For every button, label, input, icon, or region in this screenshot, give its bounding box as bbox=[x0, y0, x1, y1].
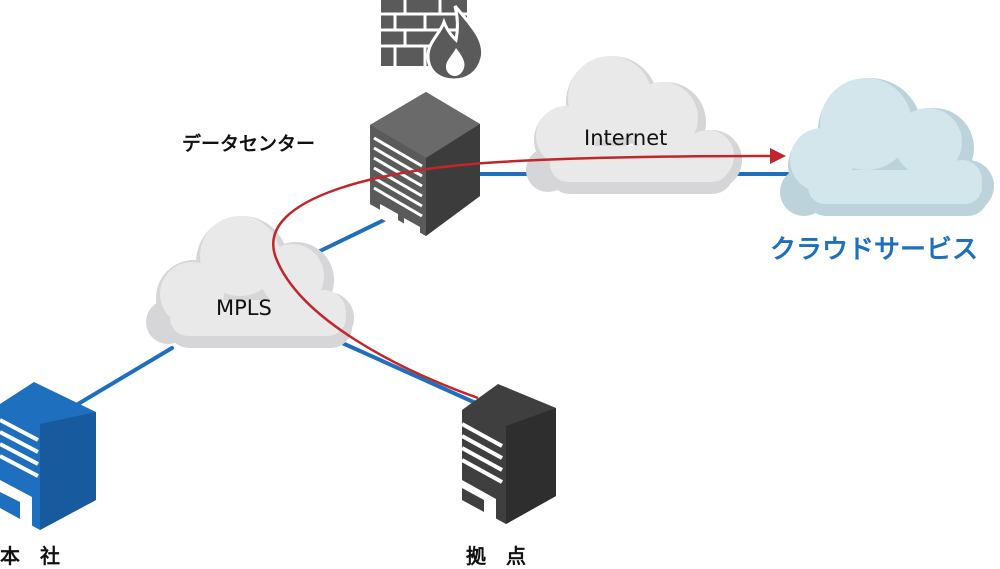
traffic-route-arrow bbox=[272, 148, 786, 400]
headquarters-building-icon bbox=[0, 382, 96, 530]
internet-cloud bbox=[526, 56, 742, 194]
cloud-service-label: クラウドサービス bbox=[770, 235, 978, 265]
mpls-label: MPLS bbox=[216, 296, 272, 320]
internet-label: Internet bbox=[584, 126, 667, 150]
flame-icon bbox=[426, 5, 485, 82]
datacenter-label: データセンター bbox=[182, 132, 315, 155]
link-hq-mpls bbox=[76, 346, 174, 406]
datacenter-building-icon bbox=[370, 92, 480, 240]
headquarters-label: 本 社 bbox=[0, 544, 60, 568]
branch-label: 拠 点 bbox=[466, 544, 526, 568]
branch-building-icon bbox=[461, 384, 556, 524]
link-mpls-branch bbox=[338, 340, 480, 406]
arrowhead-icon bbox=[770, 148, 786, 164]
mpls-cloud bbox=[146, 216, 354, 348]
link-mpls-datacenter bbox=[316, 218, 386, 254]
cloud-service-cloud bbox=[780, 78, 994, 216]
firewall-icon bbox=[381, 0, 485, 82]
